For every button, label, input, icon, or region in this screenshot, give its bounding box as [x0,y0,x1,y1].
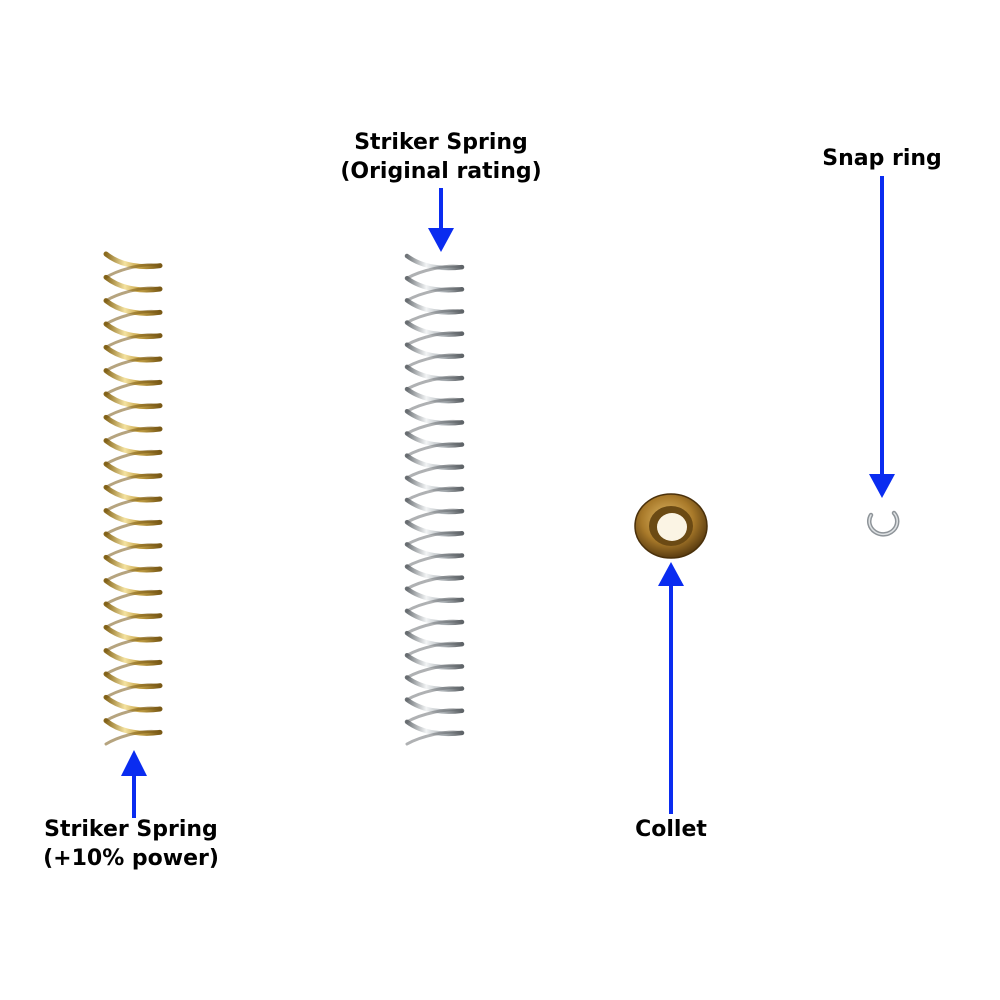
label-gold-spring-line1: Striker Spring [44,817,218,842]
silver-striker-spring [404,253,465,746]
callout-arrows [121,176,895,818]
arrow-collet-head [658,562,684,586]
label-gold-spring: Striker Spring (+10% power) [43,815,219,873]
gold-spring-coil-back [104,263,162,746]
label-snap-ring-line1: Snap ring [822,146,942,171]
label-collet-line1: Collet [635,817,707,842]
arrow-gold-spring-head [121,750,147,776]
gold-striker-spring [103,251,163,746]
snap-ring-part [867,510,900,537]
arrow-snap-ring-head [869,474,895,498]
silver-spring-coil-back [405,264,464,746]
label-silver-spring-line2: (Original rating) [340,159,542,184]
label-silver-spring-line1: Striker Spring [354,130,528,155]
collet-part [634,493,708,559]
label-collet: Collet [635,815,707,844]
label-gold-spring-line2: (+10% power) [43,846,219,871]
label-snap-ring: Snap ring [822,144,942,173]
label-silver-spring: Striker Spring (Original rating) [340,128,541,186]
gold-spring-coil [103,251,163,736]
arrow-silver-spring-head [428,228,454,252]
